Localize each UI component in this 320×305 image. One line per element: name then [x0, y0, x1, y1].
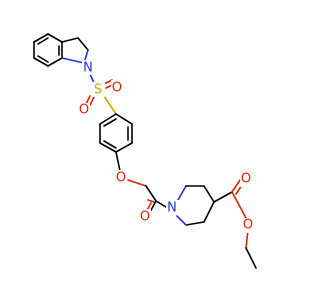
svg-text:O: O — [112, 81, 122, 96]
ester-carbonyl-bond-a — [231, 179, 241, 193]
c4-ester-bond — [213, 191, 233, 203]
svg-text:S: S — [94, 83, 102, 98]
ch2-carbonyl-bond — [145, 185, 157, 202]
amide-double-bond-a — [147, 199, 155, 203]
ester-o-bond — [231, 191, 247, 219]
aryl-o-bond — [115, 151, 121, 172]
atom-sulfonyl-s: S — [92, 82, 105, 98]
atom-indoline-n: N — [82, 60, 94, 76]
atom-piperidine-n: N — [166, 200, 179, 216]
svg-text:O: O — [243, 218, 253, 233]
s-phenyl-bond — [103, 95, 117, 115]
atom-ester-o: O — [242, 218, 254, 233]
phenylene-ring — [99, 113, 133, 153]
atom-ether-o: O — [115, 170, 127, 186]
o-ch2-bond — [127, 179, 147, 187]
svg-text:O: O — [241, 172, 251, 187]
piperidine-ring — [176, 185, 215, 226]
indoline-pyrrolidine-ring — [61, 37, 89, 64]
svg-text:N: N — [167, 201, 177, 216]
molecule-structure: N S O O O O N O O — [33, 33, 257, 269]
structure-canvas: N S O O O O N O O — [33, 33, 257, 269]
indoline-benzene-ring — [33, 33, 63, 67]
atom-sulfonyl-o2: O — [78, 103, 90, 118]
atom-ester-carbonyl-o: O — [240, 172, 252, 187]
svg-text:O: O — [140, 210, 150, 225]
n-s-bond — [89, 73, 95, 84]
svg-text:O: O — [116, 171, 126, 186]
ethyl-bond — [245, 247, 257, 269]
svg-text:O: O — [79, 103, 89, 118]
atom-sulfonyl-o1: O — [111, 80, 123, 96]
svg-text:N: N — [83, 61, 93, 76]
carbonyl-n-bond — [155, 200, 167, 208]
atom-amide-o: O — [139, 209, 151, 225]
